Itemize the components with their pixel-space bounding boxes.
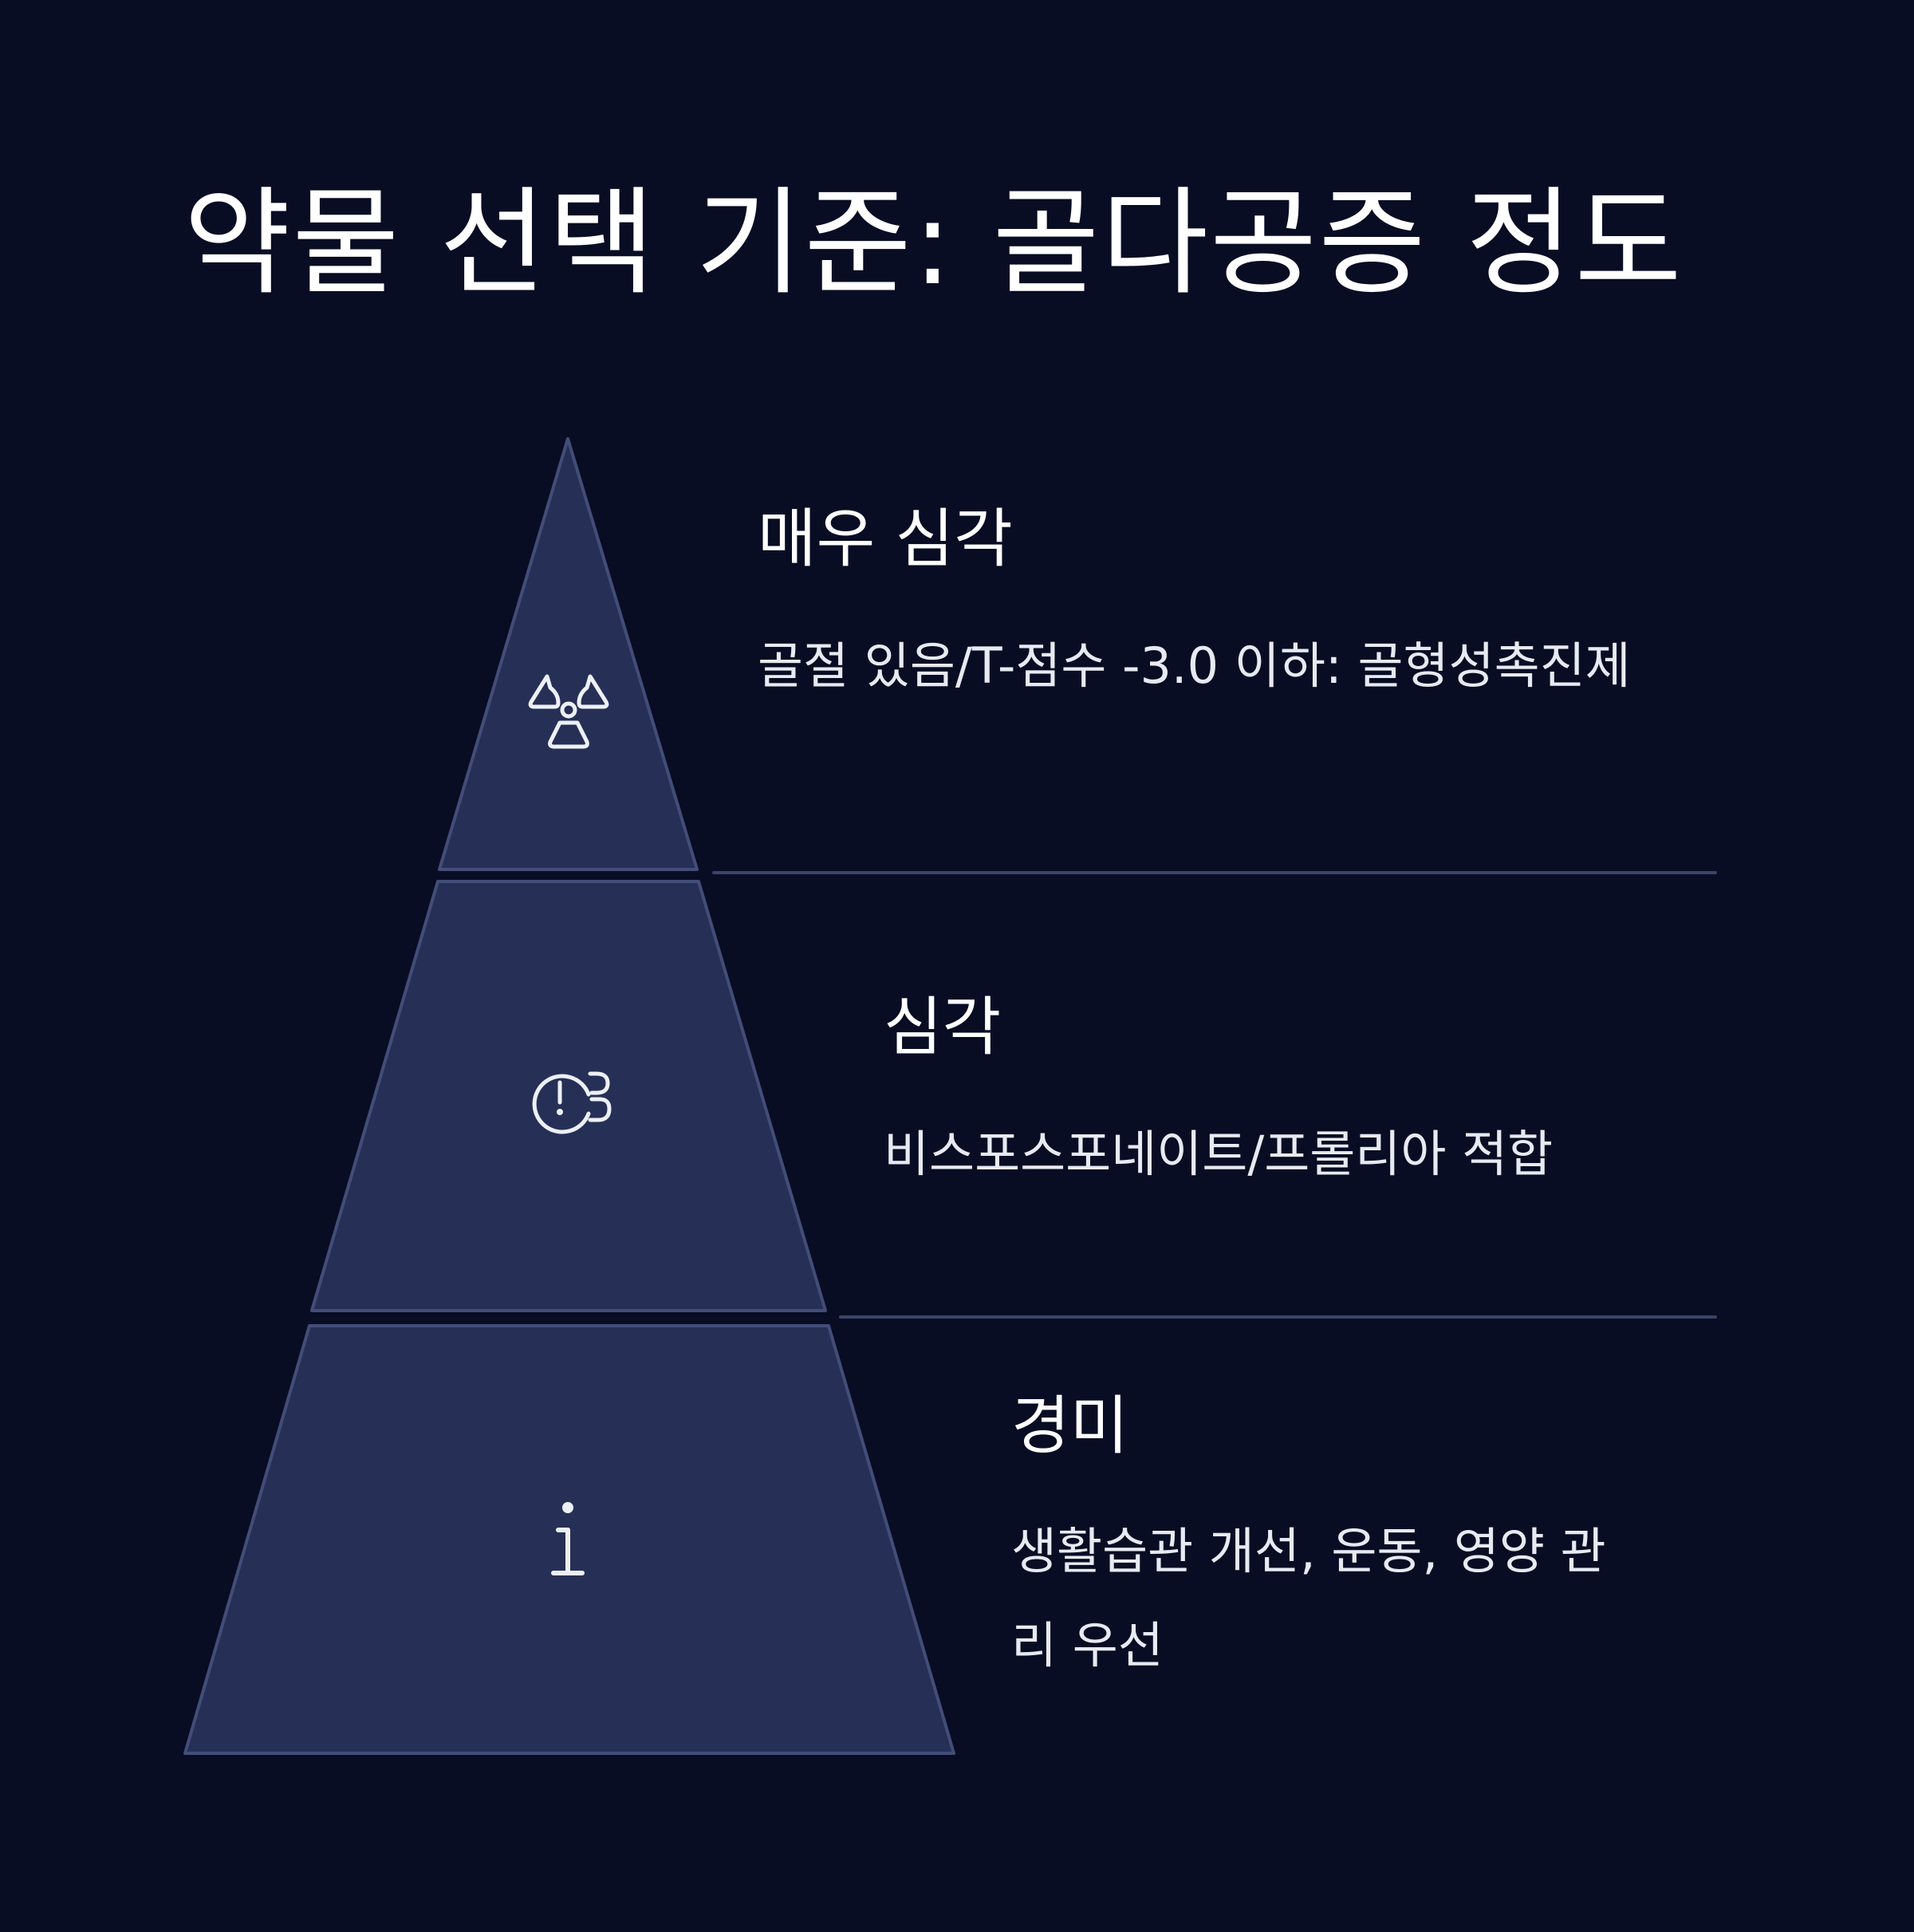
tier-bottom-label: 경미 [1011, 1389, 1129, 1463]
tier-top-description: 골절 있음/T-점수 -3.0 이하: 골형성촉진제 [758, 637, 1631, 695]
tier-middle-description: 비스포스포네이트/프롤리아 적합 [884, 1125, 1554, 1183]
tier-top-shape [438, 437, 699, 871]
tier-middle-label: 심각 [884, 990, 1002, 1064]
radiation-icon [528, 674, 609, 749]
tier-middle-divider [839, 1315, 1717, 1319]
page-title: 약물 선택 기준: 골다공증 정도 [183, 175, 1684, 311]
tier-middle-shape [310, 880, 827, 1312]
head-alert-icon [532, 1071, 612, 1134]
tier-bottom-description: 생활습관 개선, 운동, 영양 관리 우선 [1011, 1522, 1606, 1674]
tier-top-divider [712, 871, 1717, 874]
tier-top-label: 매우 심각 [758, 502, 1013, 576]
info-icon [551, 1502, 585, 1575]
